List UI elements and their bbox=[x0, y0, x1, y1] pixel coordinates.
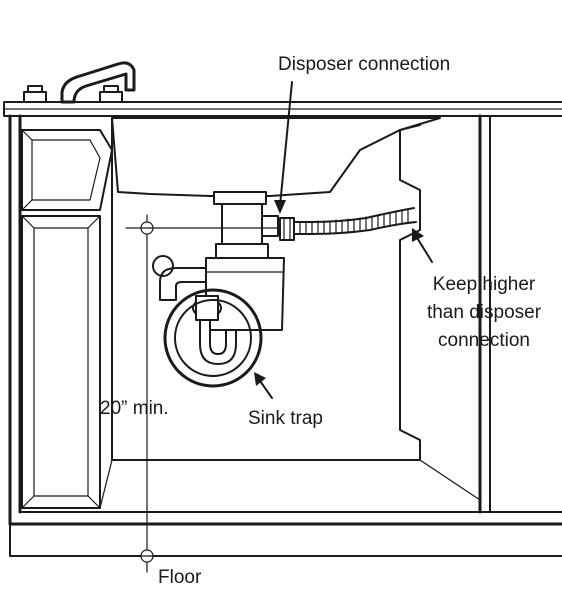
label-keep-higher-1: Keep higher bbox=[433, 274, 536, 295]
label-disposer-connection: Disposer connection bbox=[278, 54, 450, 75]
arrow-disposer-icon bbox=[274, 200, 286, 214]
callout-arrows bbox=[254, 81, 433, 399]
arrow-hose-icon bbox=[412, 228, 424, 242]
sink-trap bbox=[163, 288, 263, 388]
label-floor: Floor bbox=[158, 567, 202, 588]
cabinet-door-lower bbox=[21, 215, 101, 509]
cabinet bbox=[8, 114, 562, 557]
label-keep-higher-3: connection bbox=[438, 330, 530, 351]
label-keep-higher-2: than disposer bbox=[427, 302, 542, 323]
faucet bbox=[23, 61, 136, 104]
height-measurement bbox=[125, 214, 281, 573]
cabinet-interior bbox=[99, 117, 481, 509]
countertop bbox=[3, 101, 562, 117]
drain-hose bbox=[277, 207, 417, 241]
arrow-trap-icon bbox=[254, 372, 266, 386]
cabinet-door-upper bbox=[21, 129, 113, 211]
label-sink-trap: Sink trap bbox=[248, 408, 323, 429]
sink-basin bbox=[111, 117, 441, 197]
garbage-disposer bbox=[205, 191, 285, 331]
drain-pipe bbox=[152, 255, 222, 321]
label-min-height: 20” min. bbox=[100, 398, 169, 419]
